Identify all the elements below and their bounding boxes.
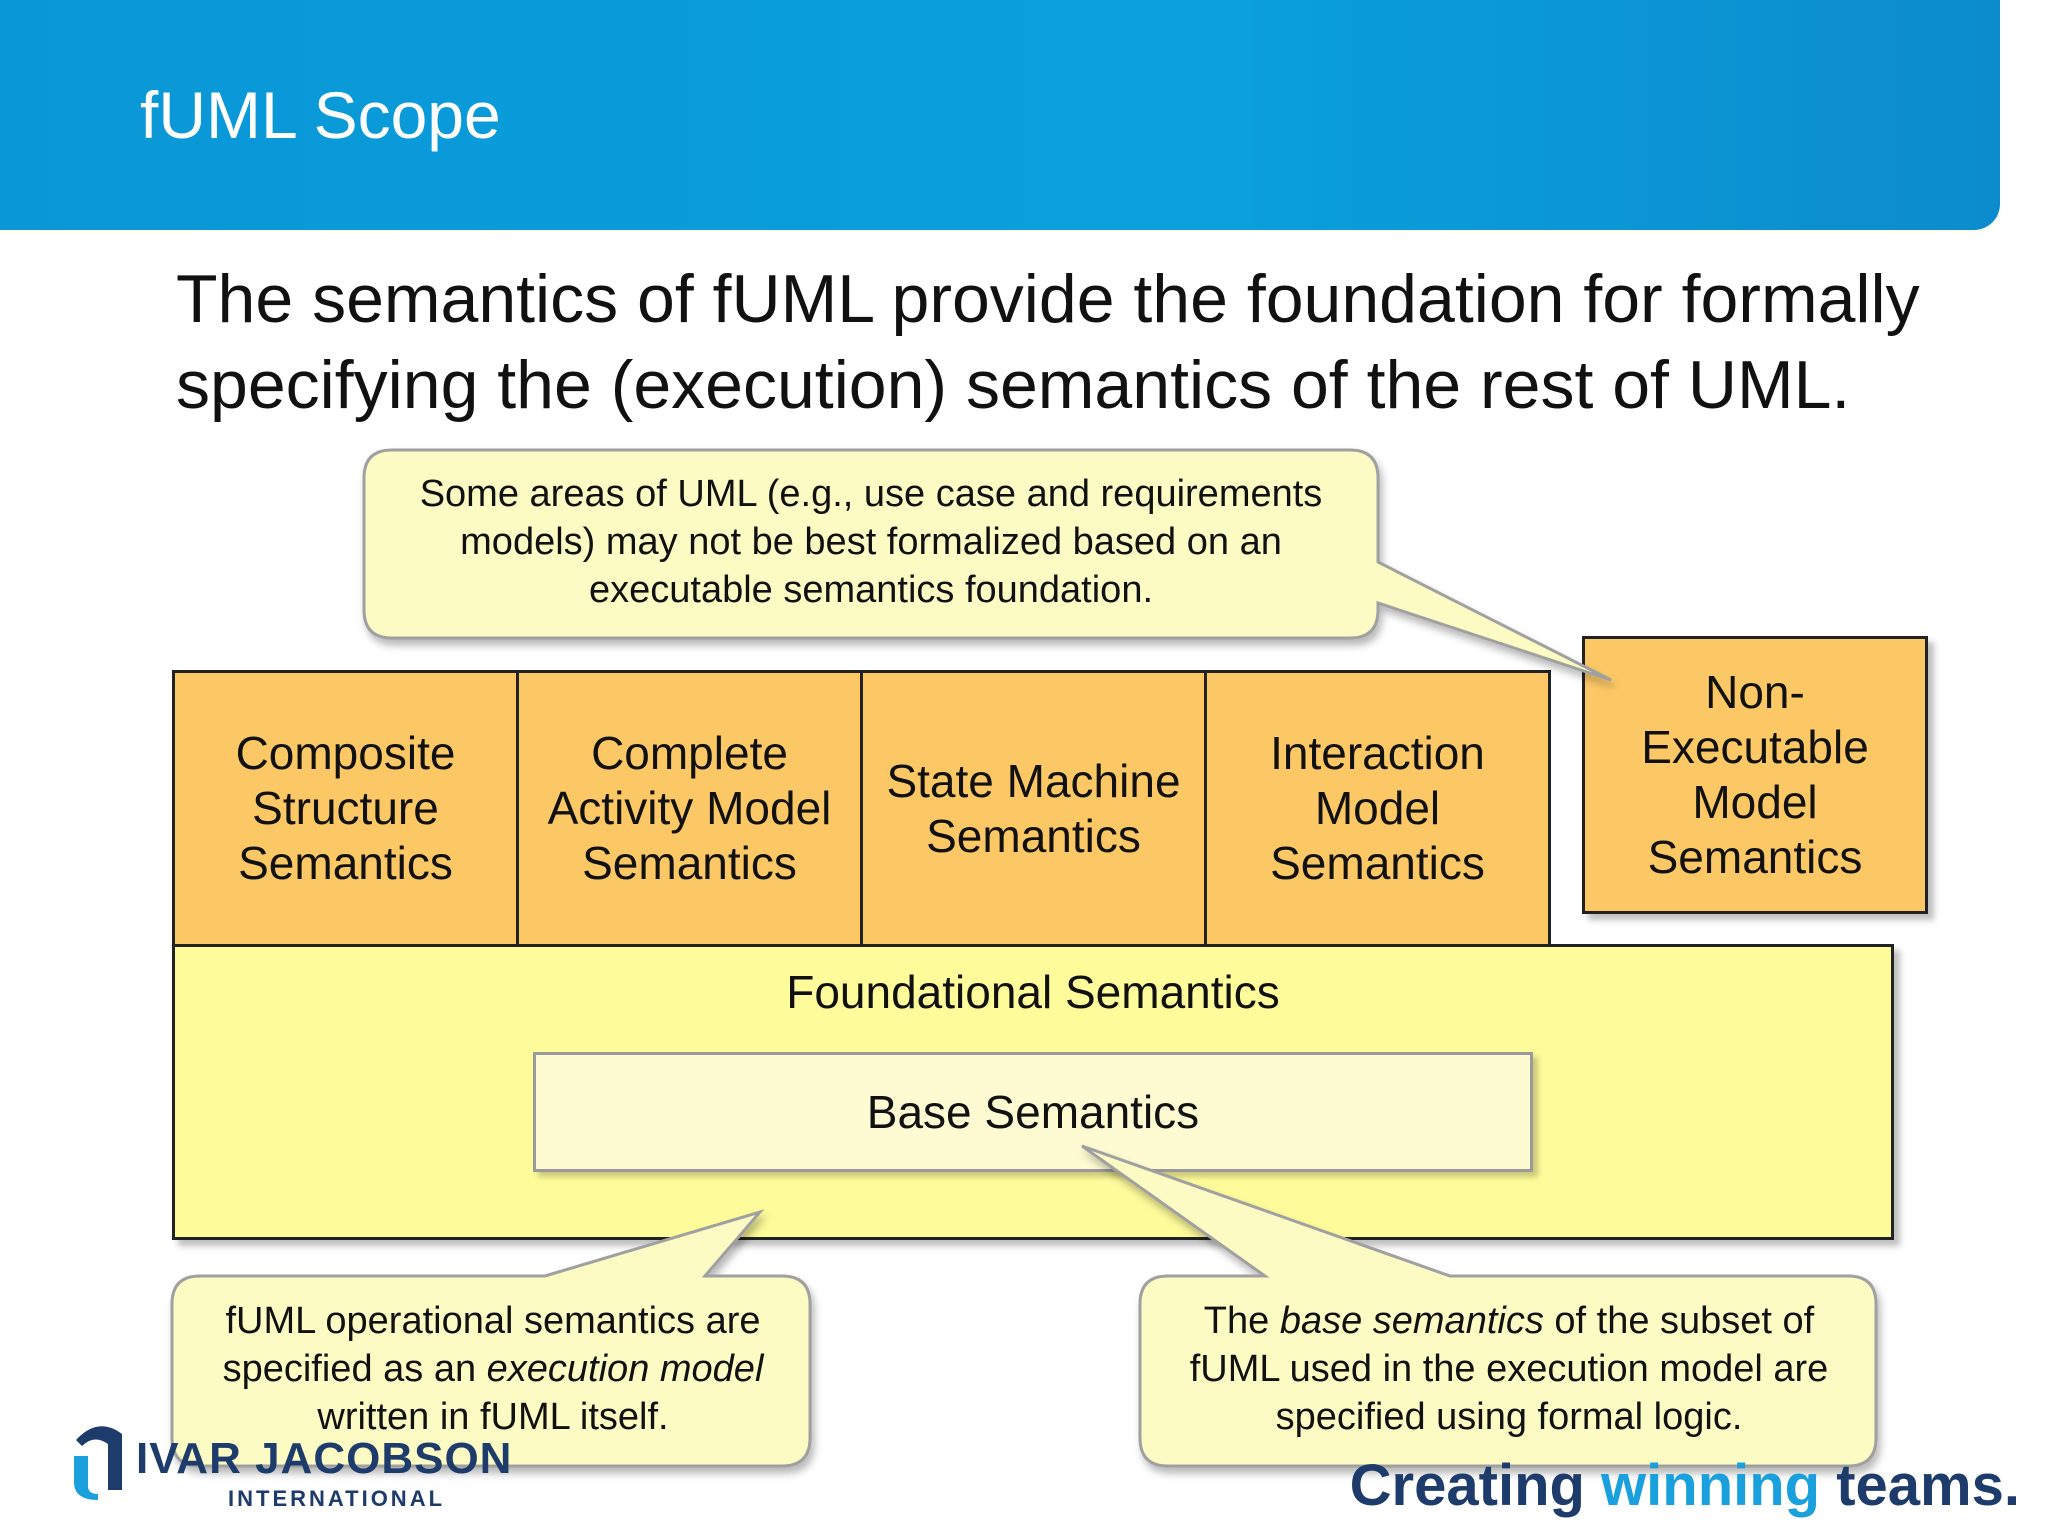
callout-bottom-left-em: execution model — [486, 1348, 764, 1390]
slide-subtitle: The semantics of fUML provide the founda… — [176, 261, 1920, 423]
state-machine-box: State Machine Semantics — [860, 670, 1207, 947]
composite-structure-box: Composite Structure Semantics — [172, 670, 519, 947]
base-semantics-box: Base Semantics — [533, 1052, 1533, 1172]
tagline-post: teams. — [1820, 1453, 2020, 1518]
base-semantics-label: Base Semantics — [866, 1086, 1200, 1138]
tagline-accent: winning — [1601, 1453, 1821, 1518]
callout-bottom-left-text: fUML operational semantics are specified… — [190, 1284, 796, 1454]
callout-top-text: Some areas of UML (e.g., use case and re… — [380, 458, 1362, 626]
complete-activity-box: Complete Activity Model Semantics — [516, 670, 863, 947]
non-executable-box: Non- Executable Model Semantics — [1582, 636, 1928, 914]
callout-bottom-right-text: The base semantics of the subset of fUML… — [1158, 1284, 1860, 1454]
callout-top-label: Some areas of UML (e.g., use case and re… — [419, 473, 1323, 611]
callout-bottom-left-bubble — [170, 1209, 812, 1468]
callout-bottom-right-em: base semantics — [1279, 1300, 1544, 1342]
callout-bottom-right-label: The base semantics of the subset of fUML… — [1158, 1297, 1860, 1441]
slide-title: fUML Scope — [140, 78, 501, 152]
footer-tagline: Creating winning teams. — [1350, 1452, 2020, 1519]
foundational-semantics-label: Foundational Semantics — [786, 966, 1280, 1018]
callout-top-bubble — [362, 448, 1612, 682]
callout-bottom-right-pre: The — [1203, 1300, 1280, 1342]
interaction-model-box: Interaction Model Semantics — [1204, 670, 1551, 947]
callout-bottom-left-label: fUML operational semantics are specified… — [190, 1297, 796, 1441]
header-bar: fUML Scope — [0, 0, 2000, 230]
callout-bottom-left-post: written in fUML itself. — [317, 1396, 669, 1438]
tagline-pre: Creating — [1349, 1453, 1602, 1518]
ivar-jacobson-logo-icon — [74, 1426, 122, 1500]
callout-bottom-left-pre: fUML operational semantics are specified… — [222, 1300, 761, 1390]
logo-name: IVAR JACOBSON — [136, 1434, 513, 1483]
callout-bottom-right-post: of the subset of fUML used in the execut… — [1189, 1300, 1829, 1438]
callout-bottom-right-bubble — [1081, 1144, 1878, 1468]
logo-subtitle: INTERNATIONAL — [228, 1486, 446, 1511]
